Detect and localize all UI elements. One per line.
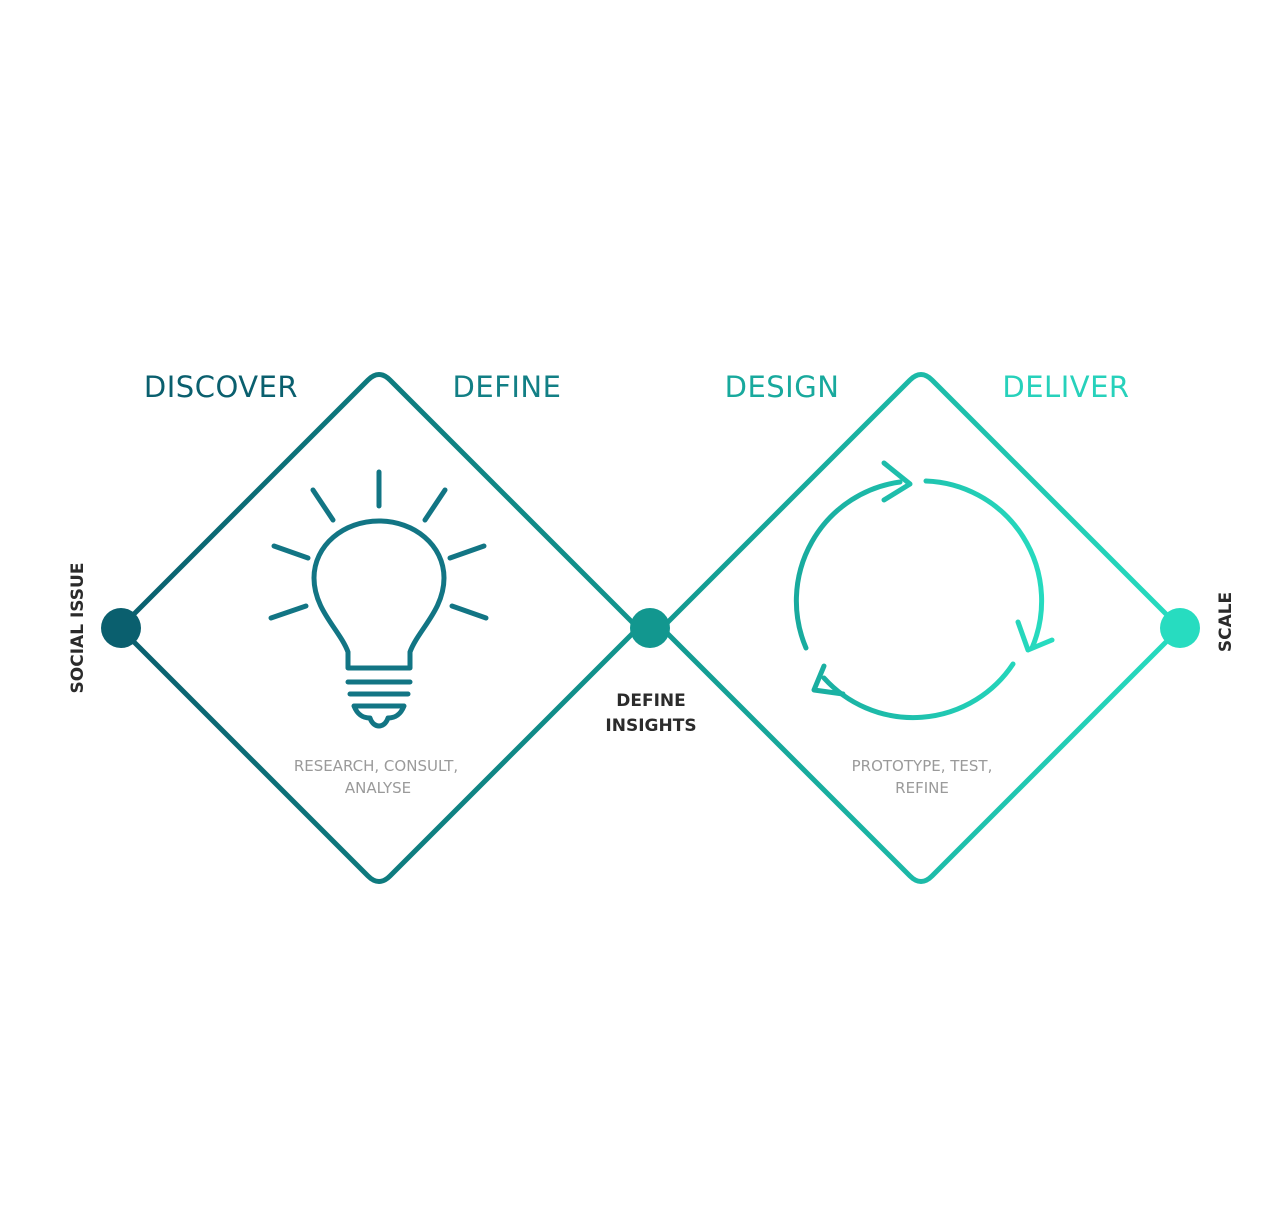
- define-insights-node: [630, 608, 670, 648]
- discover-define-caption-line1: RESEARCH, CONSULT,: [294, 757, 458, 775]
- discover-label: DISCOVER: [144, 370, 298, 404]
- scale-label: SCALE: [1216, 592, 1236, 652]
- discover-define-caption-line2: ANALYSE: [345, 779, 411, 797]
- deliver-label: DELIVER: [1002, 370, 1129, 404]
- social-issue-node: [101, 608, 141, 648]
- lightbulb-icon: [268, 469, 489, 729]
- define-label: DEFINE: [453, 370, 562, 404]
- discover-define-diamond: [117, 372, 641, 884]
- social-issue-label: SOCIAL ISSUE: [68, 563, 88, 694]
- design-deliver-caption-line2: REFINE: [895, 779, 949, 797]
- design-deliver-caption-line1: PROTOTYPE, TEST,: [852, 757, 993, 775]
- scale-node: [1160, 608, 1200, 648]
- define-insights-label-line1: DEFINE: [616, 691, 686, 711]
- design-deliver-diamond: [659, 372, 1183, 884]
- define-insights-label-line2: INSIGHTS: [605, 716, 696, 736]
- cycle-arrows-icon: [793, 460, 1055, 721]
- design-label: DESIGN: [725, 370, 840, 404]
